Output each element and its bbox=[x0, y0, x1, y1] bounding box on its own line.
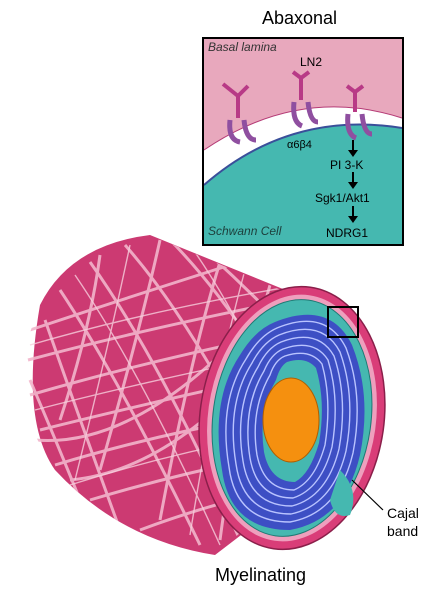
pathway-sgk1-akt1: Sgk1/Akt1 bbox=[315, 191, 370, 205]
myelinating-title: Myelinating bbox=[215, 565, 306, 586]
alpha6-beta4-label: α6β4 bbox=[287, 139, 312, 151]
pathway-ndrg1: NDRG1 bbox=[326, 226, 368, 240]
ln2-label: LN2 bbox=[300, 55, 322, 69]
schwann-cell-label: Schwann Cell bbox=[208, 224, 281, 238]
cajal-label-line1: Cajal bbox=[387, 505, 419, 521]
pathway-pi3k: PI 3-K bbox=[330, 158, 363, 172]
basal-lamina-label: Basal lamina bbox=[208, 40, 277, 54]
cajal-label-line2: band bbox=[387, 523, 418, 539]
axon bbox=[263, 378, 319, 462]
abaxonal-title: Abaxonal bbox=[262, 8, 337, 29]
